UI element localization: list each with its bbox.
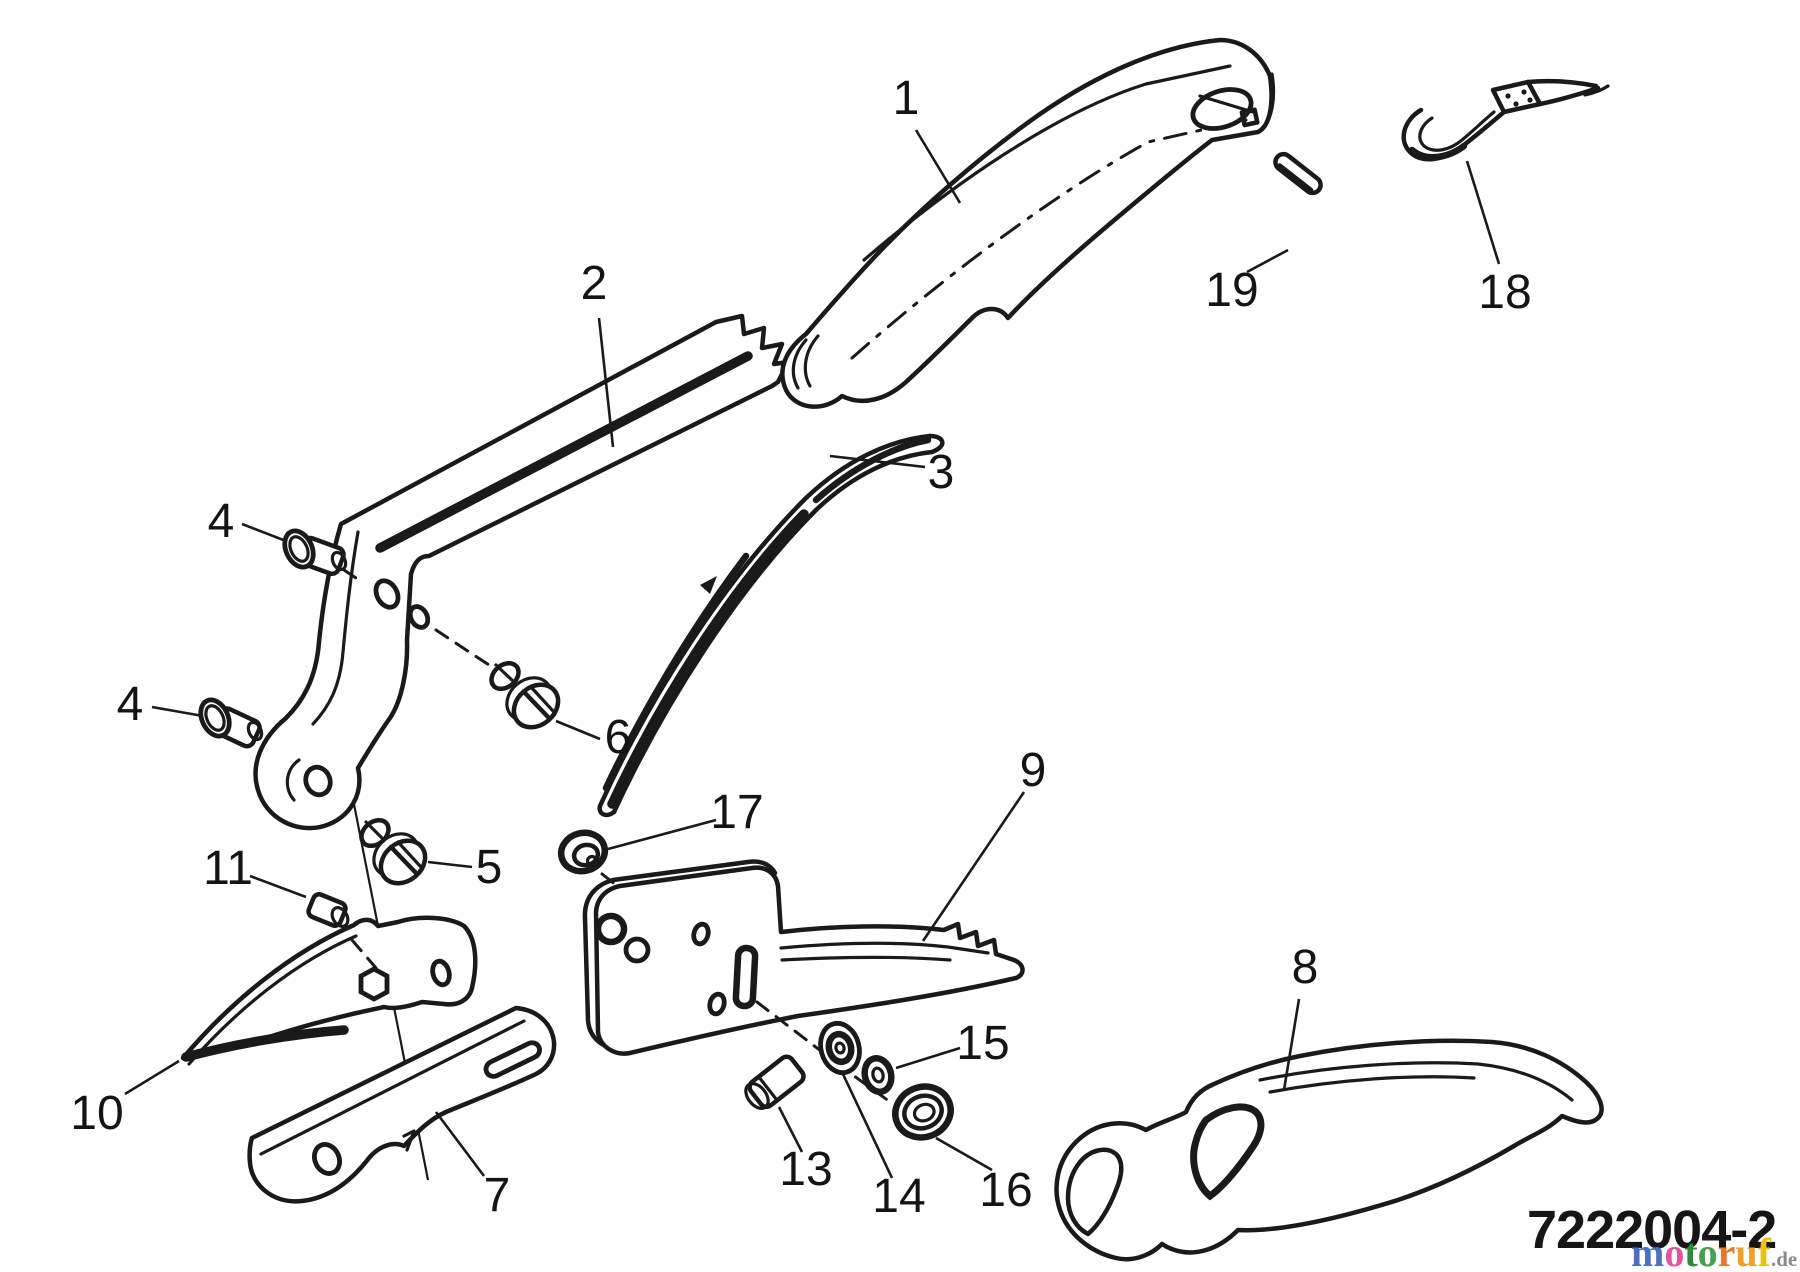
part-17-cap-nut-drawing [557,829,627,894]
watermark-letter: o [1664,1230,1684,1272]
leader-5 [427,860,473,869]
leader-19 [1246,248,1289,274]
part-label-18: 18 [1478,266,1531,319]
leader-8 [1282,998,1301,1091]
leader-16 [935,1136,993,1172]
part-4-screw-upper-drawing [282,528,348,577]
watermark-letter: r [1718,1230,1736,1272]
part-label-3: 3 [928,446,955,499]
part-label-2: 2 [581,257,608,310]
leader-11 [249,874,307,899]
part-label-1: 1 [893,72,920,125]
part-label-4-upper: 4 [208,495,235,548]
part-8-loop-hole [1190,1103,1265,1201]
leader-9 [921,791,1026,942]
part-9-anvil-arm-drawing [582,859,1025,1106]
part-label-8: 8 [1292,941,1319,994]
part-1-hidden-line [850,118,1248,360]
watermark-letter: o [1698,1230,1718,1272]
part-16-cap-nut-drawing [892,1083,954,1141]
leader-13 [777,1106,804,1153]
part-label-16: 16 [979,1164,1032,1217]
part-3-shaded-edge [607,509,809,809]
leader-7 [434,1111,486,1177]
watermark-letter: f [1758,1230,1772,1272]
part-label-17: 17 [710,786,763,839]
part-labels: 1 2 3 4 4 5 6 7 8 9 10 11 13 14 15 16 17… [70,72,1531,1223]
part-2-lever-arm-drawing [253,313,791,1181]
part-14-washer-drawing [818,1020,862,1076]
part-15-washer-drawing [861,1054,895,1096]
watermark-letter: m [1631,1230,1664,1272]
part-label-6: 6 [605,711,632,764]
part-label-9: 9 [1020,744,1047,797]
part-label-11: 11 [203,842,253,895]
part-label-13: 13 [779,1143,832,1196]
part-10-blade-drawing [180,915,478,1066]
leader-14 [840,1071,894,1179]
watermark-letter: u [1735,1230,1757,1272]
part-4-screw-lower-drawing [198,697,264,749]
part-label-19: 19 [1205,264,1258,317]
part-label-5: 5 [476,841,503,894]
part-5-screw-drawing [359,817,428,886]
leader-4-lower [151,705,204,718]
part-7-slot [483,1040,542,1079]
part-19-pin-drawing [1273,151,1323,196]
part-7-lever-drawing [247,1005,557,1204]
leader-6 [555,719,601,741]
part-9-slot [732,944,759,1010]
leader-4-upper [241,522,287,543]
part-13-bolt-drawing [744,1054,806,1110]
part-8-finger-opening [1065,1147,1124,1237]
watermark-letter: t [1684,1230,1698,1272]
part-label-15: 15 [956,1017,1009,1070]
part-8-handle-lower-drawing [1054,1038,1604,1262]
part-6-screw-drawing [489,660,561,730]
part-1-square-detail [1239,107,1260,128]
part-2-shaded-edge [375,351,753,553]
part-1-handle-upper-drawing [780,37,1276,409]
leader-3 [829,454,926,469]
part-label-10: 10 [70,1087,123,1140]
leader-1 [914,129,962,204]
leader-17 [607,818,717,851]
watermark-motoruf: motoruf.de [1631,1230,1797,1272]
part-3-curved-strip-drawing [597,433,945,818]
leader-2 [597,317,615,448]
part-3-arrow-mark [700,576,717,594]
leader-lines [124,129,1501,1179]
leader-18 [1465,160,1501,265]
watermark-suffix: .de [1771,1247,1797,1271]
leader-10 [124,1059,180,1096]
part-label-14: 14 [872,1170,925,1223]
part-10-pivot-hole [358,966,390,1002]
part-label-7: 7 [484,1169,511,1222]
part-label-4-lower: 4 [117,678,144,731]
drawing-number: 7222004-2 [1527,1200,1776,1260]
part-10-cutting-edge [181,1025,349,1062]
part-18-lanyard-loop-drawing [1401,78,1610,162]
leader-15 [895,1046,961,1070]
